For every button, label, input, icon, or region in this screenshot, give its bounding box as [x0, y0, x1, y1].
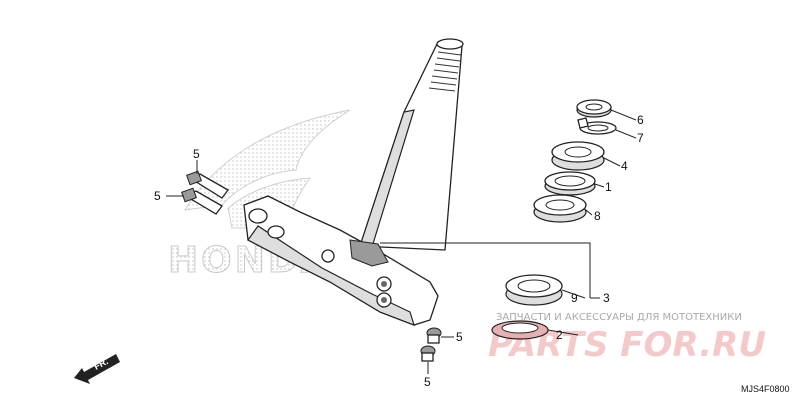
diagram-code: MJS4F0800: [741, 384, 790, 394]
callout-3: 3: [603, 291, 610, 305]
leader-lines: [166, 109, 637, 374]
lower-triple-clamp: [243, 195, 439, 327]
watermark-tagline: ЗАПЧАСТИ И АКСЕССУАРЫ ДЛЯ МОТОТЕХНИКИ: [496, 312, 742, 323]
lock-nut: [576, 99, 612, 118]
callout-7: 7: [637, 131, 644, 145]
callout-1: 1: [605, 180, 612, 194]
front-direction-arrow: FR.: [74, 354, 120, 384]
adjusting-nut: [551, 141, 605, 171]
callout-2: 2: [556, 328, 563, 342]
lower-dust-seal: [491, 320, 549, 340]
bolt-top: [186, 170, 229, 199]
callout-5-bolt-left: 5: [154, 189, 161, 203]
lock-washer: [577, 117, 617, 135]
direction-label: FR.: [92, 356, 109, 372]
upper-bearing: [533, 194, 587, 223]
callout-5-bolt-top: 5: [193, 147, 200, 161]
callout-5-bolt-lower: 5: [456, 330, 463, 344]
bolt-left: [181, 187, 223, 215]
callout-5-bolt-bottom: 5: [424, 375, 431, 389]
bolt-bottom: [420, 345, 436, 362]
steering-stem: [359, 38, 464, 251]
lower-bearing: [505, 274, 563, 306]
bolt-lower: [426, 327, 442, 344]
callout-9: 9: [571, 291, 578, 305]
dust-seal: [544, 171, 596, 196]
callout-6: 6: [637, 113, 644, 127]
callout-4: 4: [621, 159, 628, 173]
callout-8: 8: [594, 209, 601, 223]
